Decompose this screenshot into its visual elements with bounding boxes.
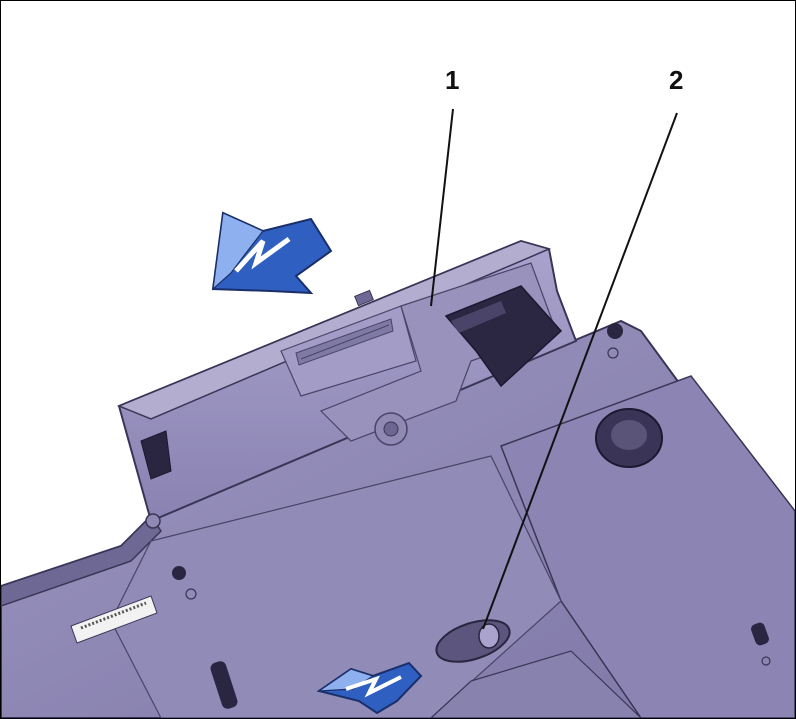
battery-direction-arrow bbox=[211, 211, 333, 295]
callout-1-label: 1 bbox=[445, 65, 460, 95]
callout-2-label: 2 bbox=[669, 65, 684, 95]
battery-pack bbox=[117, 239, 578, 529]
rubber-foot bbox=[595, 323, 663, 468]
callout-1-leader bbox=[430, 108, 454, 307]
latch-direction-arrow bbox=[316, 661, 423, 715]
battery-release-latch bbox=[435, 619, 511, 663]
left-details bbox=[70, 566, 771, 709]
callout-2-leader bbox=[482, 112, 678, 630]
